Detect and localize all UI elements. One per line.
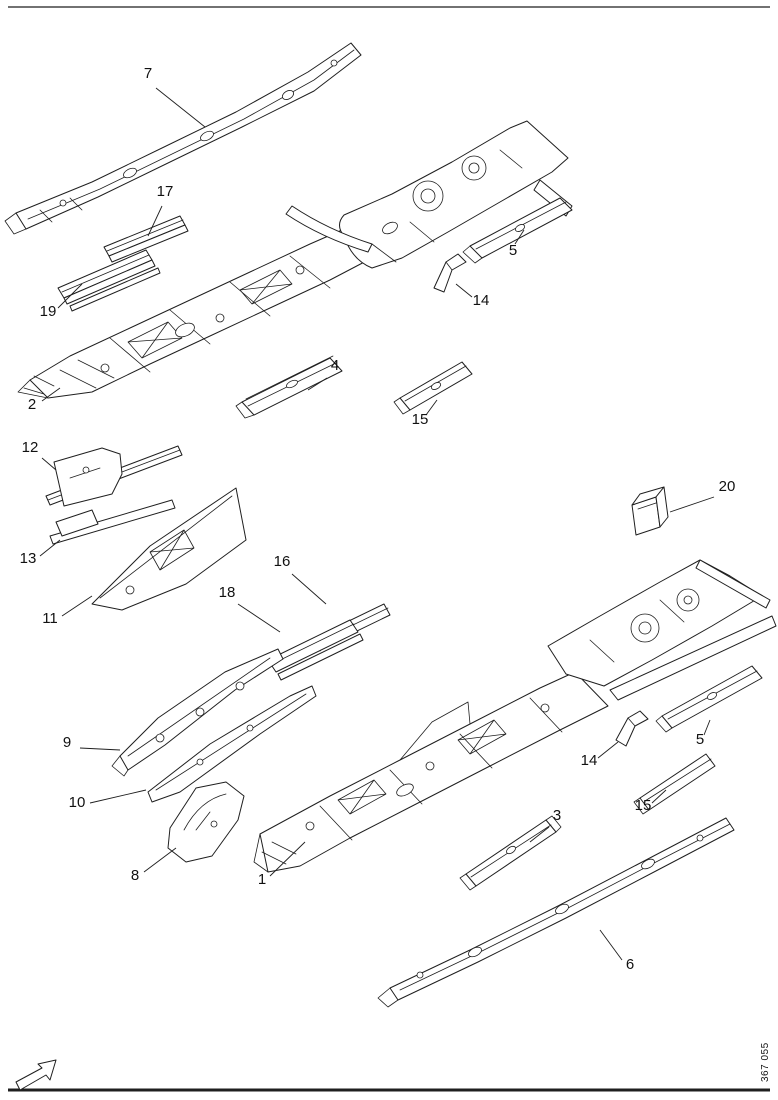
part-10-sill-strip <box>147 685 317 803</box>
callout-leader-line <box>269 841 306 877</box>
part-3-rail <box>459 815 562 891</box>
part-15-rail-upper <box>393 361 473 415</box>
callout-leader-line <box>597 741 619 759</box>
part-6-side-rail <box>377 817 735 1008</box>
callout-leader-line <box>79 747 121 751</box>
callout-leader-line <box>143 847 177 873</box>
callout-label: 12 <box>22 439 39 456</box>
callout-label: 2 <box>28 396 36 413</box>
part-5-rail-lower <box>655 665 763 733</box>
callout-leader-line <box>89 789 147 804</box>
part-19-channel <box>57 249 161 312</box>
callout-label: 14 <box>581 752 598 769</box>
part-17-channel <box>103 215 189 263</box>
callout-label: 4 <box>331 357 339 374</box>
callout-label: 14 <box>473 292 490 309</box>
part-1-floor-pan <box>253 671 609 873</box>
callout-label: 15 <box>412 411 429 428</box>
part-4-crossmember <box>235 355 343 419</box>
callout-leader-line <box>291 573 327 605</box>
part-15-rail-lower <box>633 753 716 815</box>
callout-label: 17 <box>157 183 174 200</box>
callout-label: 13 <box>20 550 37 567</box>
part-12-bracket <box>45 445 183 507</box>
callout-leader-line <box>155 87 206 128</box>
direction-arrow-icon <box>15 1059 57 1091</box>
callout-leader-line <box>651 789 667 804</box>
callout-leader-line <box>57 283 83 309</box>
callout-leader-line <box>39 539 61 557</box>
callout-leader-line <box>425 399 438 416</box>
callout-leader-line <box>529 826 550 843</box>
callout-leader-line <box>455 283 473 298</box>
callout-label: 8 <box>131 867 139 884</box>
callout-leader-line <box>41 457 57 471</box>
callout-label: 18 <box>219 584 236 601</box>
doc-number: 367 055 <box>760 1042 771 1082</box>
callout-label: 11 <box>42 610 58 627</box>
callout-leader-line <box>599 929 623 961</box>
part-7-side-rail <box>4 42 362 235</box>
callout-leader-line <box>703 719 711 736</box>
callout-leader-line <box>147 205 163 237</box>
part-14-bracket-upper <box>433 253 467 293</box>
callout-leader-line <box>237 603 281 633</box>
callout-label: 7 <box>144 65 152 82</box>
callout-label: 5 <box>509 242 517 259</box>
callout-leader-line <box>61 595 93 617</box>
callout-label: 19 <box>40 303 57 320</box>
lower-rear-floor-panel <box>547 559 777 701</box>
callout-label: 10 <box>69 794 86 811</box>
part-9-sill-panel <box>111 648 284 777</box>
callout-label: 5 <box>696 731 704 748</box>
part-20-block <box>631 486 669 536</box>
callout-label: 1 <box>258 871 266 888</box>
callout-label: 20 <box>719 478 736 495</box>
part-14-bracket-lower <box>615 710 649 747</box>
callout-label: 6 <box>626 956 634 973</box>
part-18-channel <box>267 619 364 681</box>
callout-leader-line <box>41 387 61 402</box>
callout-label: 15 <box>635 797 652 814</box>
callout-label: 3 <box>553 807 561 824</box>
part-8-bracket <box>167 781 245 863</box>
part-5-rail-upper <box>462 197 573 264</box>
callout-label: 16 <box>274 553 291 570</box>
part-11-gusset-panel <box>91 487 247 611</box>
callout-leader-line <box>669 496 715 513</box>
callout-leader-line <box>514 229 525 245</box>
callout-label: 9 <box>63 734 71 751</box>
callout-leader-line <box>307 377 328 391</box>
part-13-bar <box>49 499 176 545</box>
